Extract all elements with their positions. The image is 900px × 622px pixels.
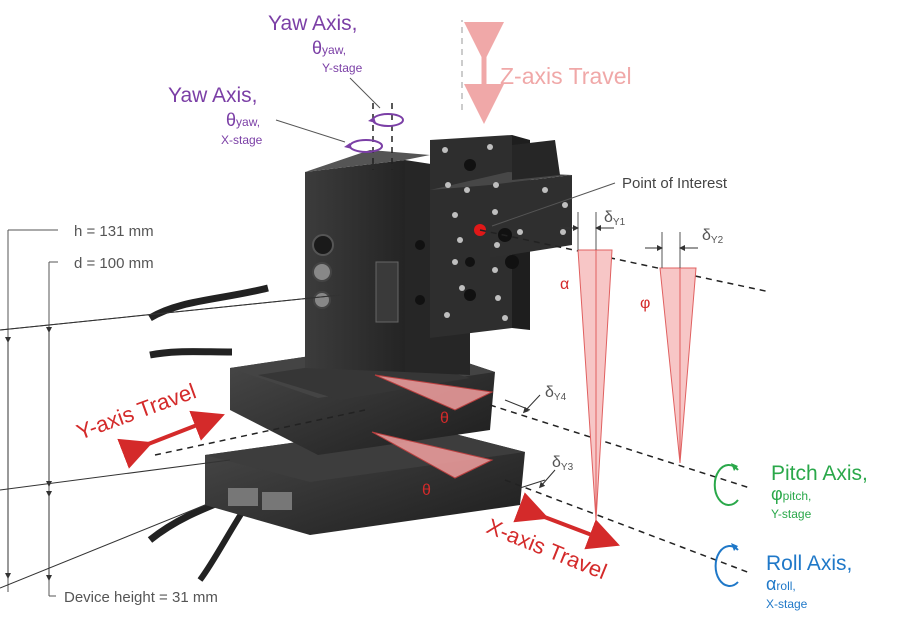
poi-label: Point of Interest [622, 175, 728, 192]
poi-leader [491, 182, 616, 227]
roll-label: Roll Axis, αroll, X-stage [766, 552, 852, 611]
alpha-wedge [577, 249, 613, 521]
pitch-axis-line [489, 404, 751, 489]
device-height-label: Device height = 31 mm [64, 589, 218, 606]
yaw-x-label: Yaw Axis, θyaw, X-stage [168, 84, 263, 147]
svg-text:δY4: δY4 [545, 384, 567, 403]
z-stage-top [305, 150, 430, 172]
yaw-x-rotation-icon [349, 139, 383, 153]
z-travel-label: Z-axis Travel [500, 63, 632, 89]
delta-y3: δY3 [519, 454, 574, 489]
theta-wedge-upper [374, 374, 494, 411]
yaw-x-leader [275, 119, 346, 143]
yaw-y-leader [349, 77, 381, 109]
height-dimensions [0, 229, 341, 597]
yaw-y-label: Yaw Axis, θyaw, Y-stage [268, 12, 363, 75]
x-travel-arrow [513, 492, 620, 550]
svg-text:Pitch Axis,: Pitch Axis, [771, 462, 868, 485]
svg-text:X-stage: X-stage [221, 133, 263, 147]
phi-wedge [659, 267, 697, 464]
x-stage-connector [262, 492, 292, 510]
delta-y1: δY1 [560, 209, 626, 250]
phi-label: φ [640, 295, 650, 312]
alpha-label: α [560, 276, 569, 293]
svg-text:θyaw,: θyaw, [312, 38, 346, 58]
z-stage-knob [312, 234, 334, 256]
x-travel-label: X-axis Travel [483, 513, 610, 584]
svg-text:δY2: δY2 [702, 227, 724, 246]
d-label: d = 100 mm [74, 255, 154, 272]
stage-device [147, 135, 572, 582]
svg-text:X-stage: X-stage [766, 597, 808, 611]
svg-text:Yaw Axis,: Yaw Axis, [168, 84, 257, 107]
mount-top-bracket [512, 140, 560, 180]
y-travel-arrow [117, 410, 225, 469]
mount-holes [442, 144, 568, 321]
cable [149, 348, 233, 359]
svg-text:αroll,: αroll, [766, 574, 796, 594]
delta-y2: δY2 [645, 227, 724, 268]
yaw-y-rotation-icon [372, 113, 404, 127]
theta-wedge-lower [371, 431, 494, 479]
delta-y4: δY4 [504, 384, 567, 414]
pitch-rotation-icon [713, 464, 739, 506]
theta-label-upper: θ [440, 410, 449, 427]
z-stage-connector [313, 291, 331, 309]
x-stage-top [205, 425, 525, 482]
pitch-label: Pitch Axis, φpitch, Y-stage [771, 462, 868, 521]
x-stage-connector [228, 488, 258, 506]
svg-text:Roll Axis,: Roll Axis, [766, 552, 852, 575]
z-stage-label-plate [375, 261, 399, 323]
z-stage-connector [312, 262, 332, 282]
error-wedges [371, 249, 697, 521]
mount-wing [490, 175, 572, 258]
svg-text:δY1: δY1 [604, 209, 626, 228]
h-label: h = 131 mm [74, 223, 154, 240]
svg-text:φpitch,: φpitch, [771, 484, 811, 504]
roll-rotation-icon [714, 545, 739, 587]
svg-text:δY3: δY3 [552, 454, 574, 473]
theta-label-lower: θ [422, 482, 431, 499]
svg-text:Y-stage: Y-stage [322, 61, 363, 75]
svg-text:Y-stage: Y-stage [771, 507, 812, 521]
y-travel-label: Y-axis Travel [73, 378, 199, 444]
svg-text:Yaw Axis,: Yaw Axis, [268, 12, 357, 35]
cable [148, 284, 269, 322]
poi-axis-line [479, 229, 771, 293]
svg-text:θyaw,: θyaw, [226, 110, 260, 130]
